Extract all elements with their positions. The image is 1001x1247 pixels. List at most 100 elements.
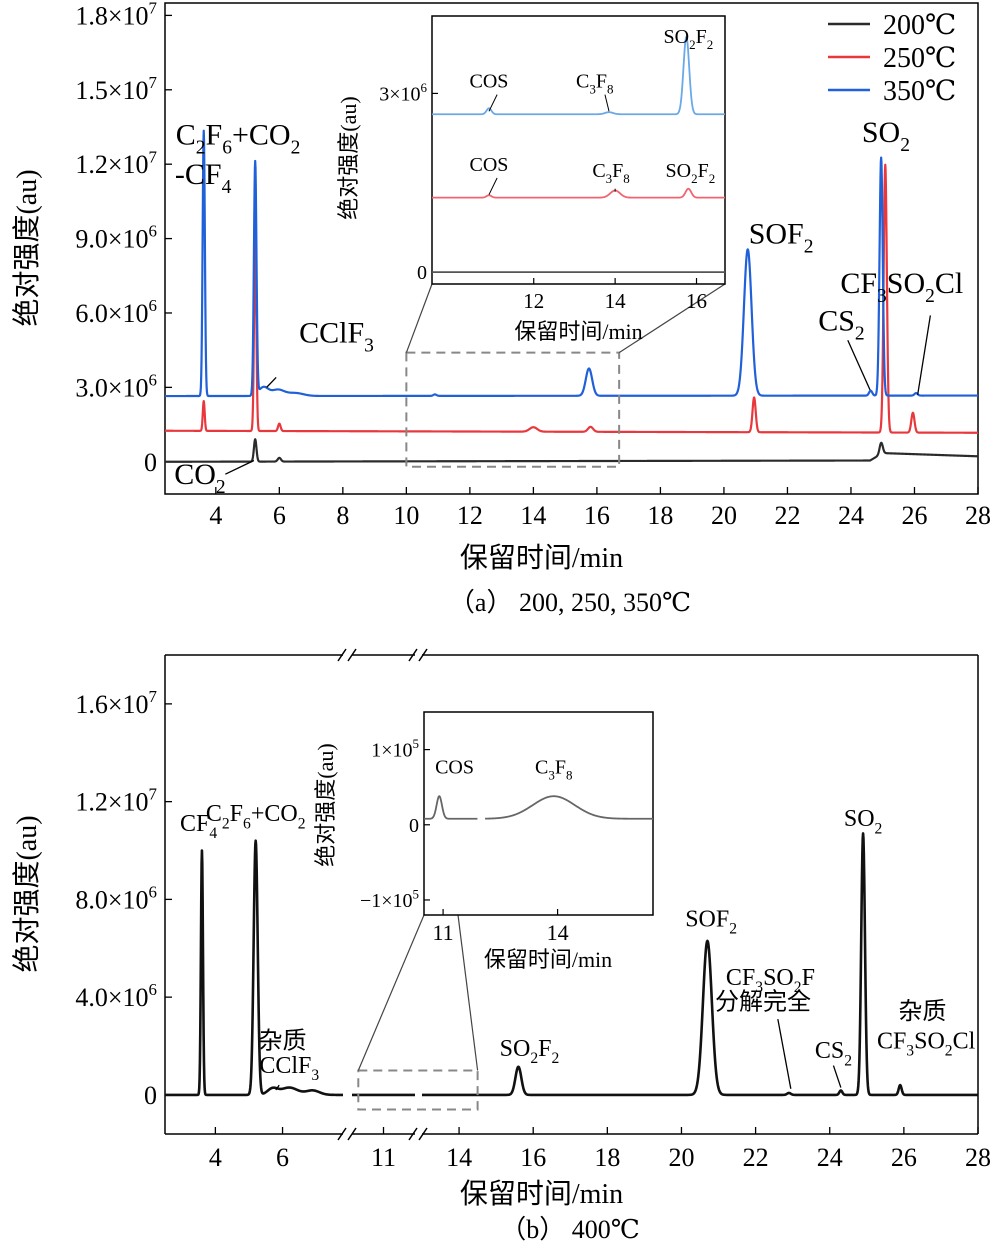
panel-a-inset-peak-label: C3F8 [592,160,629,186]
panel-b-axis-break [408,1127,418,1141]
panel-b-leader-line [275,1084,280,1091]
panel-b-peak-label: SOF2 [685,906,737,937]
panel-a-series-line [164,163,979,434]
panel-b-peak-label: CClF3 [259,1053,319,1084]
panel-b-x-tick-label: 26 [891,1143,917,1172]
panel-b-y-tick-label: 8.0×106 [75,882,157,914]
panel-a-y-tick-label: 1.8×107 [75,0,157,30]
panel-a-legend-label: 350℃ [883,76,956,107]
panel-b-axis-break [418,648,428,662]
panel-b-leader-line [832,1065,842,1088]
panel-b-peak-label: SO2F2 [500,1036,560,1067]
panel-a-series-line [164,438,979,463]
panel-b-inset-y-tick-label: 0 [409,815,419,837]
panel-a-x-tick-label: 8 [336,501,349,530]
panel-a-peak-label: SOF2 [749,218,814,258]
panel-b-x-tick-label: 24 [817,1143,843,1172]
panel-b-inset-peak-label: C3F8 [535,757,572,783]
panel-b-peak-label: CF3SO2F [726,965,815,996]
panel-b-peak-label: 分解完全 [715,988,811,1015]
panel-b-inset-x-tick-label: 14 [547,920,569,945]
panel-a-inset-peak-label: COS [470,70,509,92]
panel-a-y-tick-label: 6.0×106 [75,296,157,328]
panel-a-y-tick-label: 1.2×107 [75,147,157,179]
panel-a-peak-label: CClF3 [299,317,374,357]
panel-a-inset-x-axis-label: 保留时间/min [514,319,642,344]
panel-b-peak-label: 杂质 [898,998,946,1025]
panel-a-zoom-connector [405,283,433,353]
panel-b-x-tick-label: 28 [965,1143,991,1172]
panel-a-zoom-connector [618,283,726,354]
panel-a-leader-line [917,315,932,395]
panel-a-x-tick-label: 10 [393,501,419,530]
panel-a-x-tick-label: 20 [711,501,737,530]
panel-a-peak-label: CO2 [174,458,225,498]
panel-a-inset-peak-label: SO2F2 [664,26,714,52]
panel-a-peak-label: C2F6+CO2 [176,118,301,158]
panel-a-y-axis-label: 绝对强度(au) [11,169,43,326]
panel-b-x-tick-label: 18 [594,1143,620,1172]
panel-a-x-tick-label: 16 [584,501,610,530]
panel-a-inset-x-tick-label: 16 [686,289,707,313]
panel-b-x-tick-label: 11 [371,1143,396,1172]
panel-a-leader-line [225,459,255,475]
panel-b-peak-label: CF4 [180,811,217,842]
panel-b-peak-label: 杂质 [259,1027,307,1054]
panel-b-x-tick-label: 4 [209,1143,222,1172]
panel-a-inset-x-tick-label: 12 [523,289,544,313]
panel-b-y-tick-label: 1.2×107 [75,785,157,817]
panel-a-x-tick-label: 18 [647,501,673,530]
panel-b-axis-break [347,648,357,662]
panel-b-x-axis-label: 保留时间/min [460,1178,623,1210]
panel-b-y-tick-label: 0 [144,1081,157,1110]
panel-a-caption: （a） 200, 250, 350℃ [449,588,691,617]
panel-b-axis-break [337,1127,347,1141]
panel-a-x-tick-label: 4 [209,501,222,530]
panel-a-inset-leader-line [488,177,498,195]
panel-b-x-tick-label: 20 [668,1143,694,1172]
panel-a-x-axis-label: 保留时间/min [460,542,623,574]
panel-b-leader-line [777,1019,792,1089]
panel-a-inset-peak-label: COS [470,154,509,176]
panel-b-inset-peak-label: COS [435,757,474,779]
panel-b-peak-label: SO2 [844,806,882,837]
panel-a-zoom-box [405,351,621,468]
panel-b-inset-x-tick-label: 11 [432,920,453,945]
panel-b-inset-x-axis-label: 保留时间/min [484,947,612,972]
panel-a-inset-y-axis-label: 绝对强度(au) [336,96,361,219]
panel-a-x-tick-label: 22 [774,501,800,530]
panel-a-x-tick-label: 26 [901,501,927,530]
panel-b-x-tick-label: 6 [276,1143,289,1172]
panel-b-series-line [164,839,344,1097]
panel-b-peak-label: CS2 [815,1038,852,1069]
panel-a-y-tick-label: 9.0×106 [75,222,157,254]
panel-a-inset-frame [431,15,726,285]
panel-a-x-tick-label: 14 [520,501,546,530]
panel-a-x-tick-label: 6 [273,501,286,530]
panel-b-zoom-box [357,1069,479,1111]
panel-a-peak-label: -CF4 [175,158,232,198]
panel-a-y-tick-label: 3.0×106 [75,370,157,402]
panel-b-inset-frame [423,711,654,916]
panel-b-peak-label: CF3SO2Cl [877,1028,976,1059]
panel-b-series-line [421,832,979,1097]
panel-b-inset-y-tick-label: 1×105 [371,736,419,761]
panel-a-inset-series-line [432,187,725,199]
panel-a-frame [164,2,979,495]
panel-b-axis-break [347,1127,357,1141]
panel-a-leader-line [847,339,871,391]
panel-b-peak-label: C2F6+CO2 [206,801,306,832]
panel-b-inset-y-tick-label: −1×105 [360,887,419,912]
panel-b-inset-y-axis-label: 绝对强度(au) [313,743,338,866]
panel-a-leader-line [266,376,277,388]
panel-a-series-line [164,129,979,398]
panel-a-legend-label: 200℃ [883,10,956,41]
panel-a-x-tick-label: 12 [457,501,483,530]
panel-a-inset-leader-line [488,94,498,112]
panel-b-axis-break [418,1127,428,1141]
panel-b-zoom-connector [457,914,479,1071]
panel-a-inset-leader-line [604,94,610,112]
